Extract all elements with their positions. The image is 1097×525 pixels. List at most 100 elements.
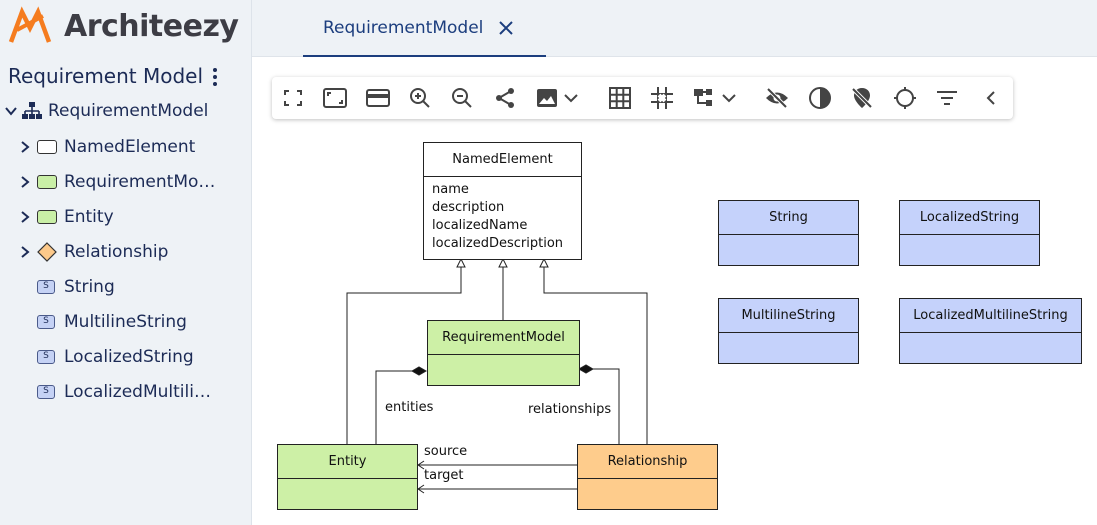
tab-label: RequirementModel: [323, 17, 484, 38]
tree-item-localizedmultilinestring[interactable]: S LocalizedMultili…: [37, 379, 211, 405]
chevron-right-icon[interactable]: [18, 140, 32, 154]
diagram-canvas[interactable]: NamedElement name description localizedN…: [252, 58, 1097, 525]
class-name: LocalizedMultilineString: [900, 299, 1081, 333]
attribute: localizedName: [432, 218, 528, 233]
fullscreen-icon: [284, 90, 302, 106]
tree-structure-icon: [22, 102, 42, 119]
chevron-down-icon: [564, 94, 578, 103]
datatype-icon: S: [37, 315, 55, 329]
contrast-icon: [809, 87, 831, 109]
composition-diamond-icon: [410, 366, 428, 376]
export-image-button[interactable]: [534, 86, 560, 110]
app-logo[interactable]: Architeezy: [8, 6, 239, 46]
inheritance-arrow-icon: [498, 257, 508, 268]
zoom-out-button[interactable]: [449, 86, 475, 110]
tree-item-label: RequirementModel: [48, 101, 209, 121]
locate-button[interactable]: [892, 86, 918, 110]
datatype-localizedmultilinestring[interactable]: LocalizedMultilineString: [899, 298, 1082, 364]
class-icon: [37, 140, 57, 154]
card-view-button[interactable]: [365, 86, 391, 110]
logo-text: Architeezy: [64, 8, 239, 44]
tree-item-label: LocalizedMultili…: [64, 382, 211, 402]
zoom-in-button[interactable]: [407, 86, 433, 110]
card-icon: [366, 89, 390, 107]
datatype-icon: S: [37, 350, 55, 364]
fullscreen-button[interactable]: [280, 86, 306, 110]
edge-label-source: source: [424, 444, 468, 459]
class-icon: [37, 210, 57, 224]
attribute: name: [432, 182, 469, 197]
arrow-head-icon: [417, 460, 425, 470]
tree-item-entity[interactable]: Entity: [18, 204, 114, 230]
inheritance-arrow-icon: [539, 257, 549, 268]
tree-item-label: RequirementMo…: [64, 172, 216, 192]
more-vert-icon[interactable]: [208, 66, 222, 88]
tree-item-string[interactable]: S String: [37, 274, 115, 300]
chevron-right-icon[interactable]: [18, 175, 32, 189]
zoom-out-icon: [452, 88, 472, 108]
edge-label-target: target: [424, 468, 464, 483]
snap-icon: [651, 87, 673, 109]
datatype-localizedstring[interactable]: LocalizedString: [899, 200, 1040, 266]
hide-icon: [766, 87, 788, 109]
chevron-right-icon[interactable]: [18, 245, 32, 259]
tree-item-label: MultilineString: [64, 312, 187, 332]
class-icon: [37, 175, 57, 189]
edge-label-relationships: relationships: [528, 402, 612, 417]
contrast-button[interactable]: [807, 86, 833, 110]
class-name: String: [719, 201, 858, 235]
grid-button[interactable]: [607, 86, 633, 110]
filter-button[interactable]: [934, 86, 960, 110]
tree-item-localizedstring[interactable]: S LocalizedString: [37, 344, 194, 370]
layout-button[interactable]: [692, 86, 718, 110]
snap-button[interactable]: [649, 86, 675, 110]
class-relationship[interactable]: Relationship: [577, 444, 718, 510]
attribute: localizedDescription: [432, 236, 564, 251]
pin-off-button[interactable]: [849, 86, 875, 110]
layout-icon: [694, 89, 712, 106]
fit-view-button[interactable]: [322, 86, 348, 110]
chevron-right-icon[interactable]: [18, 210, 32, 224]
datatype-multilinestring[interactable]: MultilineString: [718, 298, 859, 364]
datatype-string[interactable]: String: [718, 200, 859, 266]
class-requirementmodel[interactable]: RequirementModel: [427, 320, 580, 386]
generalization-relationship: [543, 267, 648, 444]
logo-icon: [8, 6, 52, 43]
chevron-left-icon: [986, 91, 995, 105]
arrow-head-icon: [417, 484, 425, 494]
tree-item-label: String: [64, 277, 115, 297]
class-entity[interactable]: Entity: [277, 444, 418, 510]
tree-item-requirementmodel[interactable]: RequirementMo…: [18, 169, 215, 195]
hide-button[interactable]: [764, 86, 790, 110]
chevron-down-icon[interactable]: [4, 104, 18, 118]
diagram-connectors: [346, 257, 648, 494]
class-attributes: name description localizedName localized…: [424, 177, 581, 257]
tree-item-relationship[interactable]: Relationship: [18, 239, 168, 265]
close-icon[interactable]: [497, 19, 515, 37]
image-icon: [537, 89, 557, 107]
tab-bar: RequirementModel: [252, 0, 1097, 57]
generalization-entity: [346, 267, 462, 444]
edge-label-entities: entities: [385, 400, 434, 415]
tree-item-multilinestring[interactable]: S MultilineString: [37, 309, 187, 335]
filter-icon: [937, 91, 957, 105]
export-dropdown-button[interactable]: [562, 86, 580, 110]
class-name: LocalizedString: [900, 201, 1039, 235]
tree-item-namedelement[interactable]: NamedElement: [18, 134, 195, 160]
share-button[interactable]: [492, 86, 518, 110]
tree-item-label: LocalizedString: [64, 347, 194, 367]
zoom-in-icon: [410, 88, 430, 108]
class-name: NamedElement: [424, 143, 581, 177]
datatype-icon: S: [37, 385, 55, 399]
tab-requirementmodel[interactable]: RequirementModel: [303, 0, 546, 57]
layout-dropdown-button[interactable]: [720, 86, 738, 110]
class-name: RequirementModel: [428, 321, 579, 355]
composition-entities: [375, 370, 412, 444]
share-icon: [496, 88, 514, 108]
class-name: Relationship: [578, 445, 717, 479]
class-namedelement[interactable]: NamedElement name description localizedN…: [423, 142, 582, 260]
collapse-toolbar-button[interactable]: [978, 86, 1004, 110]
tree-item-root[interactable]: RequirementModel: [4, 98, 208, 124]
diamond-icon: [37, 242, 57, 262]
diagram-toolbar: [272, 77, 1013, 119]
